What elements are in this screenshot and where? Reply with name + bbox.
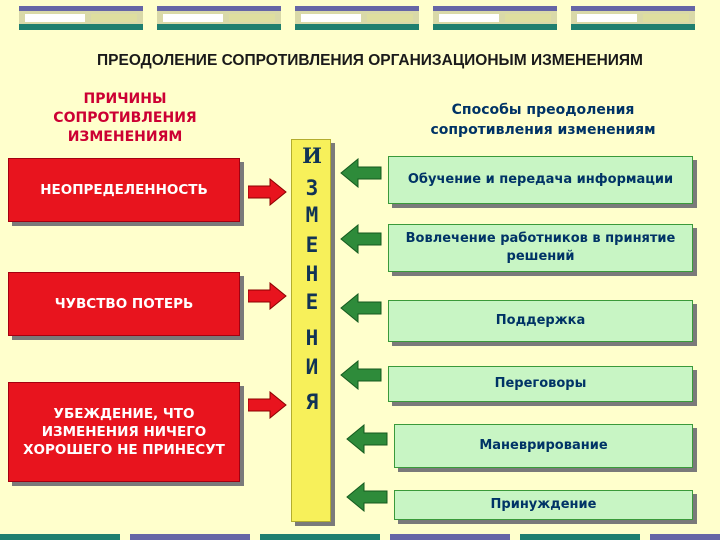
header-decoration-4 [433,6,557,32]
column-letter: И [302,143,322,168]
method-box-participation: Вовлечение работников в принятие решений [388,224,693,272]
method-box-coercion: Принуждение [394,490,693,520]
header-decoration-2 [157,6,281,32]
red-arrow-2 [248,282,287,310]
header-decoration-3 [295,6,419,32]
green-arrow-1 [340,158,382,188]
header-decoration-1 [19,6,143,32]
cause-box-belief: УБЕЖДЕНИЕ, ЧТО ИЗМЕНЕНИЯ НИЧЕГО ХОРОШЕГО… [8,382,240,482]
column-letter: З [305,176,319,200]
red-arrow-3 [248,391,287,419]
method-box-manipulation: Маневрирование [394,424,693,468]
column-letter: Я [305,390,319,414]
cause-box-uncertainty: НЕОПРЕДЕЛЕННОСТЬ [8,158,240,222]
methods-heading: Способы преодоления сопротивления измене… [430,102,656,138]
green-arrow-3 [340,293,382,323]
method-box-education: Обучение и передача информации [388,156,693,204]
method-box-negotiation: Переговоры [388,366,693,402]
column-letter: М [305,203,319,227]
column-letter: Н [305,262,319,286]
header-decoration-5 [571,6,695,32]
causes-heading: ПРИЧИНЫ СОПРОТИВЛЕНИЯ ИЗМЕНЕНИЯМ [53,91,197,145]
green-arrow-2 [340,224,382,254]
page-title: ПРЕОДОЛЕНИЕ СОПРОТИВЛЕНИЯ ОРГАНИЗАЦИОНЫМ… [97,52,643,69]
izmeneniya-column: И З М Е Н Е Н И Я [291,139,331,522]
column-letter: Е [305,233,319,257]
green-arrow-6 [346,482,388,512]
cause-box-loss: ЧУВСТВО ПОТЕРЬ [8,272,240,336]
footer-decoration [0,534,720,540]
method-box-support: Поддержка [388,300,693,342]
column-letter: Е [305,290,319,314]
green-arrow-4 [340,360,382,390]
column-letter: Н [305,326,319,350]
red-arrow-1 [248,178,287,206]
green-arrow-5 [346,424,388,454]
column-letter: И [305,355,319,379]
